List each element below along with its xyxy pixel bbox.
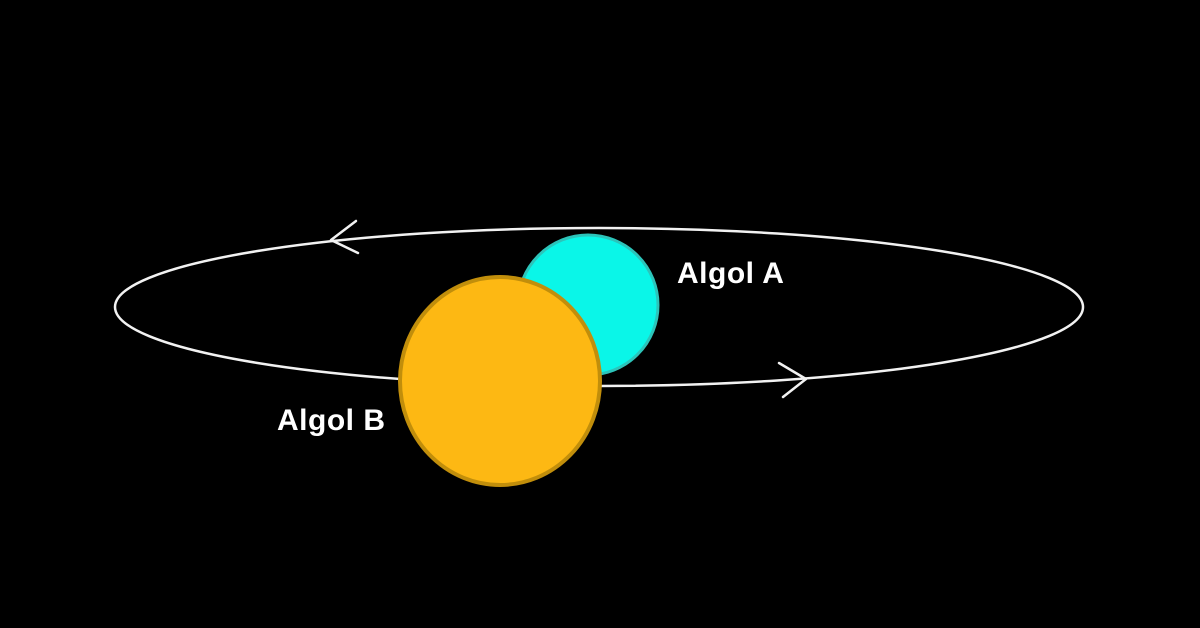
algol-a-label: Algol A bbox=[677, 257, 785, 290]
orbit-arrow-right-icon bbox=[777, 361, 808, 399]
orbit-arrow-left-icon bbox=[329, 219, 360, 255]
algol-b-label: Algol B bbox=[277, 404, 386, 437]
star-algol-b bbox=[398, 275, 602, 487]
